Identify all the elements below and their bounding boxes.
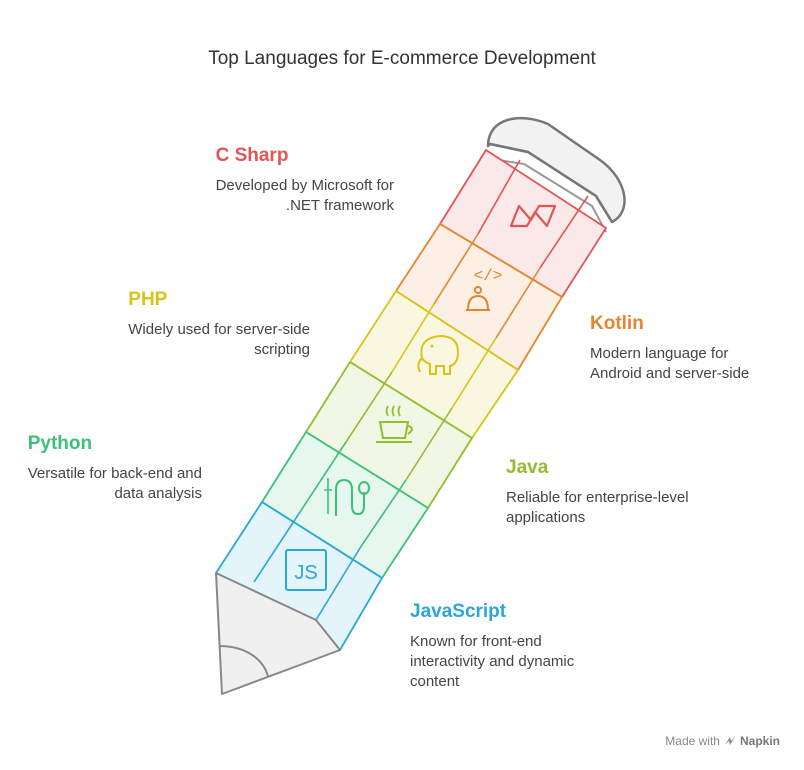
language-desc-php: Widely used for server-side scripting: [128, 321, 310, 358]
label-java: Java Reliable for enterprise-level appli…: [506, 458, 689, 528]
watermark-brand: Napkin: [739, 734, 780, 748]
js-icon: JS: [285, 549, 327, 591]
elephant-icon: [417, 334, 460, 375]
language-name-python: Python: [27, 433, 93, 454]
language-name-kotlin: Kotlin: [590, 313, 644, 334]
svg-text:JS: JS: [294, 562, 317, 584]
language-name-c-sharp: C Sharp: [215, 145, 289, 166]
svg-text:</>: </>: [474, 267, 503, 285]
code-robot-icon: </>: [466, 267, 503, 311]
pencil-band-python: [261, 431, 429, 579]
language-desc-python: Versatile for back-end and data analysis: [27, 465, 202, 502]
language-desc-kotlin: Modern language for Android and server-s…: [590, 345, 750, 382]
dotnet-icon: [509, 204, 557, 228]
diagram-title: Top Languages for E-commerce Development: [208, 48, 596, 69]
label-php: PHP Widely used for server-side scriptin…: [128, 290, 310, 360]
label-javascript: JavaScript Known for front-end interacti…: [410, 602, 574, 692]
language-desc-javascript: Known for front-end interactivity and dy…: [410, 633, 575, 690]
language-name-javascript: JavaScript: [410, 601, 507, 622]
language-desc-c-sharp: Developed by Microsoft for .NET framewor…: [215, 177, 394, 214]
language-desc-java: Reliable for enterprise-level applicatio…: [506, 489, 689, 526]
language-name-java: Java: [506, 457, 549, 478]
label-python: Python Versatile for back-end and data a…: [28, 434, 202, 504]
napkin-logo-icon: [724, 737, 735, 745]
label-c-sharp: C Sharp Developed by Microsoft for .NET …: [216, 146, 394, 216]
pencil-tip: [215, 572, 341, 695]
coffee-cup-icon: [376, 405, 413, 443]
language-name-php: PHP: [128, 289, 168, 310]
watermark: Made with Napkin: [665, 734, 780, 748]
snake-icon: [324, 478, 370, 516]
watermark-prefix: Made with: [665, 734, 720, 748]
label-kotlin: Kotlin Modern language for Android and s…: [590, 314, 749, 384]
